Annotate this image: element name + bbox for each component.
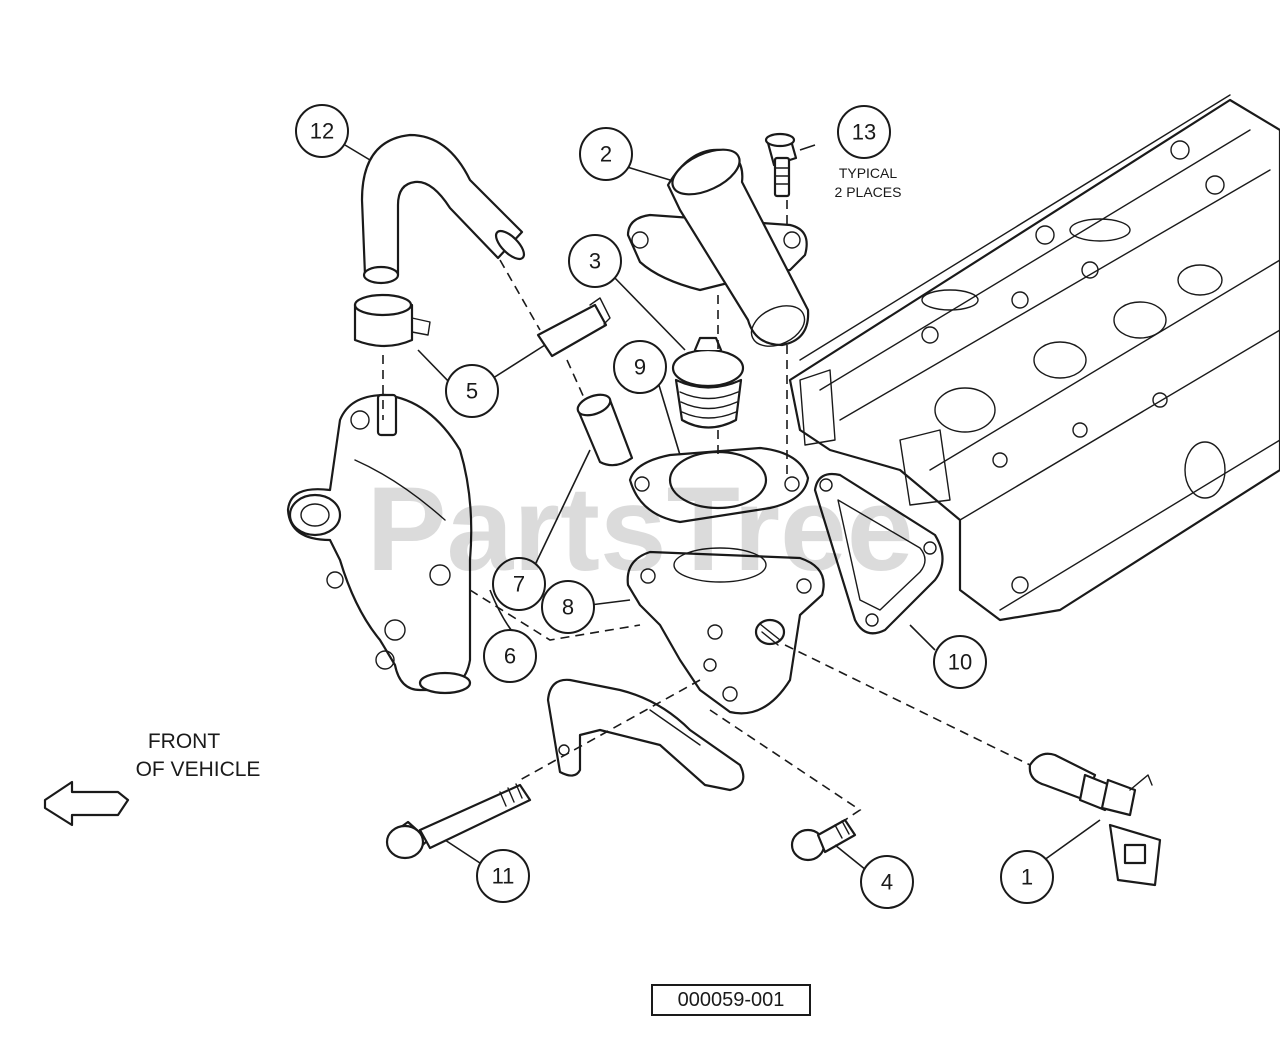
diagram-ref-number: 000059-001 bbox=[678, 989, 785, 1011]
callout-13-label: 13 bbox=[852, 120, 876, 145]
typical-note-line1: TYPICAL bbox=[839, 165, 898, 181]
callout-2-label: 2 bbox=[600, 142, 612, 167]
front-label-line2: OF VEHICLE bbox=[136, 758, 261, 781]
bolt-13 bbox=[764, 132, 798, 198]
callout-5: 5 bbox=[445, 364, 499, 418]
callout-1: 1 bbox=[1000, 850, 1054, 904]
callout-12-label: 12 bbox=[310, 119, 334, 144]
bypass-hose-7 bbox=[576, 393, 634, 467]
alignment-dashes bbox=[382, 200, 1031, 821]
upper-hose-12 bbox=[360, 133, 526, 285]
callout-7: 7 bbox=[492, 557, 546, 611]
callout-4-label: 4 bbox=[881, 870, 893, 895]
callout-5-label: 5 bbox=[466, 379, 478, 404]
callout-6: 6 bbox=[483, 629, 537, 683]
watermark-text: PartsTree bbox=[366, 462, 913, 596]
front-label-line1: FRONT bbox=[148, 730, 220, 753]
temp-sender-1 bbox=[1028, 752, 1162, 887]
thermostat-housing-8 bbox=[626, 547, 825, 715]
callout-10-label: 10 bbox=[948, 650, 972, 675]
callout-6-label: 6 bbox=[504, 644, 516, 669]
callout-9: 9 bbox=[613, 340, 667, 394]
hose-clamp-5b bbox=[536, 297, 611, 358]
callout-11: 11 bbox=[476, 849, 530, 903]
callout-2: 2 bbox=[579, 127, 633, 181]
thermostat-cover-2 bbox=[626, 148, 810, 347]
callout-8-label: 8 bbox=[562, 595, 574, 620]
bolt-11 bbox=[385, 783, 532, 860]
callout-7-label: 7 bbox=[513, 572, 525, 597]
callout-13: 13 bbox=[837, 105, 891, 159]
mounting-bracket bbox=[546, 678, 745, 792]
front-arrow-icon bbox=[43, 780, 130, 827]
callout-1-label: 1 bbox=[1021, 865, 1033, 890]
typical-note-line2: 2 PLACES bbox=[835, 184, 902, 200]
callout-11-label: 11 bbox=[492, 864, 515, 889]
bolt-4 bbox=[790, 818, 857, 862]
callout-10: 10 bbox=[933, 635, 987, 689]
callout-3-label: 3 bbox=[589, 249, 601, 274]
callout-3: 3 bbox=[568, 234, 622, 288]
hose-clamp-5a bbox=[353, 293, 431, 348]
engine-block bbox=[788, 94, 1280, 622]
callout-12: 12 bbox=[295, 104, 349, 158]
leader-lines bbox=[344, 144, 1101, 871]
thermostat-3 bbox=[671, 336, 745, 429]
diagram-ref-box: 000059-001 bbox=[651, 984, 811, 1016]
gasket-10 bbox=[813, 472, 944, 635]
callout-8: 8 bbox=[541, 580, 595, 634]
water-pump-housing bbox=[286, 393, 473, 695]
callout-9-label: 9 bbox=[634, 355, 646, 380]
callout-4: 4 bbox=[860, 855, 914, 909]
gasket-9 bbox=[628, 446, 810, 524]
